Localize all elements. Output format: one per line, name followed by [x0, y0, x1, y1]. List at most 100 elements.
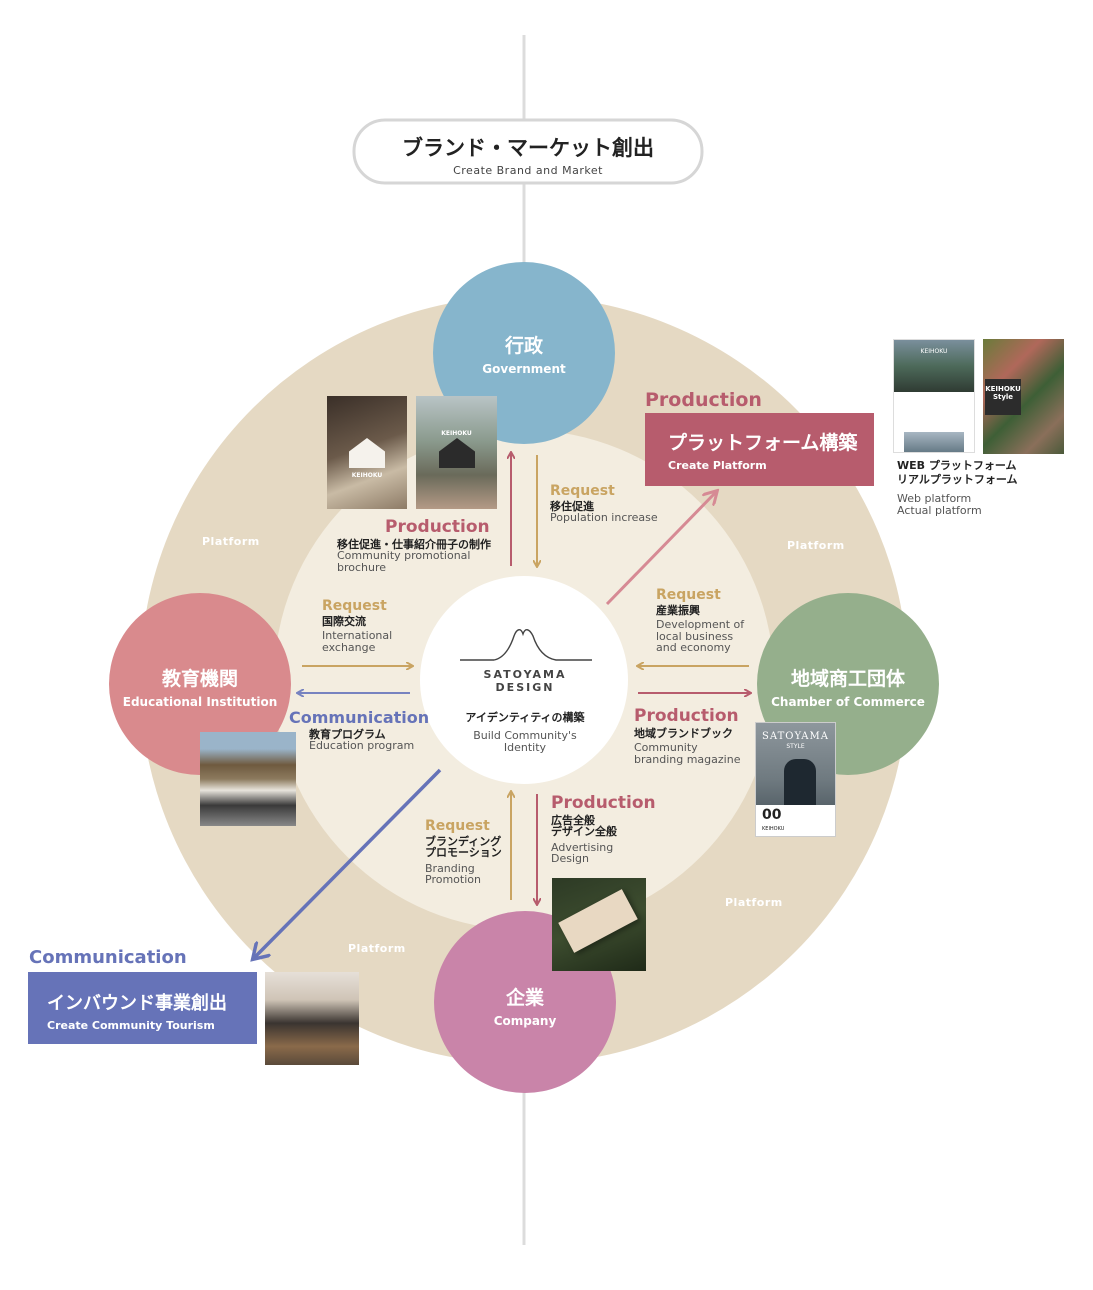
tourism-box-en: Create Community Tourism	[47, 1019, 215, 1032]
edu-request-label: Request 国際交流 International exchange	[322, 599, 392, 653]
edu-communication-label: Communication 教育プログラム Education program	[289, 708, 430, 753]
real-platform-collage: KEIHOKU Style	[983, 339, 1064, 454]
co-production-jp-1: 広告全般	[551, 813, 595, 827]
com-request-label: Request 産業振興 Development of local busine…	[656, 588, 744, 654]
center-identity: アイデンティティの構築 Build Community's Identity	[430, 711, 620, 755]
magazine-sub: STYLE	[786, 743, 805, 750]
platform-side-jp-1: WEB プラットフォーム	[897, 459, 1017, 472]
brochure-photo-life: KEIHOKU	[416, 396, 497, 509]
magazine-place: KEIHOKU	[762, 826, 785, 832]
edu-communication-jp: 教育プログラム	[309, 727, 386, 741]
com-production-en-2: branding magazine	[634, 752, 741, 766]
gov-production-head: Production	[385, 517, 490, 537]
education-title: 教育機関 Educational Institution	[109, 664, 291, 709]
tourism-box-head: Communication	[29, 947, 187, 968]
edu-communication-en: Education program	[309, 739, 415, 753]
identity-jp: アイデンティティの構築	[465, 711, 585, 724]
identity-en-1: Build Community's	[473, 729, 577, 743]
com-request-en-3: and economy	[656, 641, 731, 655]
brand-market-pill	[352, 118, 704, 185]
commerce-title: 地域商工団体 Chamber of Commerce	[757, 664, 939, 709]
edu-request-en-1: International	[322, 629, 393, 643]
platform-side-en-1: Web platform	[897, 492, 972, 506]
brand-market-en: Create Brand and Market	[453, 164, 603, 177]
platform-side-text: WEB プラットフォーム リアルプラットフォーム Web platform Ac…	[897, 460, 1018, 516]
brochure-life-text: KEIHOKU	[441, 430, 472, 437]
logo-line1: SATOYAMA	[483, 668, 567, 681]
platform-label-upper-left: Platform	[202, 535, 260, 548]
education-jp: 教育機関	[161, 668, 238, 690]
com-production-en-1: Community	[634, 741, 698, 755]
platform-box-jp: プラットフォーム構築	[668, 432, 858, 454]
com-request-jp: 産業振興	[656, 603, 700, 617]
magazine-cover: SATOYAMA STYLE 00 KEIHOKU	[755, 722, 836, 837]
web-logo-text: KEIHOKU	[920, 348, 948, 355]
education-node	[109, 593, 291, 775]
platform-box-head: Production	[645, 389, 762, 411]
co-request-en-2: Promotion	[425, 873, 481, 887]
gov-request-label: Request 移住促進 Population increase	[550, 484, 658, 524]
center-circle	[420, 576, 628, 784]
com-request-en-1: Development of	[656, 618, 745, 632]
co-request-label: Request ブランディング プロモーション Branding Promoti…	[425, 819, 502, 886]
government-en: Government	[482, 362, 566, 376]
co-production-en-2: Design	[551, 852, 589, 866]
co-request-jp-2: プロモーション	[425, 846, 502, 860]
brochure-house-icon-2	[439, 438, 475, 468]
co-production-en-1: Advertising	[551, 840, 614, 854]
real-platform-book-sub: Style	[992, 393, 1014, 402]
web-hero-image	[894, 340, 974, 392]
real-platform-book-title: KEIHOKU	[985, 385, 1021, 393]
brand-market-title: ブランド・マーケット創出 Create Brand and Market	[354, 132, 702, 177]
package-box	[558, 889, 638, 953]
create-platform-box	[645, 413, 874, 486]
create-tourism-box	[28, 972, 257, 1044]
commerce-jp: 地域商工団体	[790, 668, 905, 690]
co-production-label: Production 広告全般 デザイン全般 Advertising Desig…	[551, 793, 656, 866]
edu-request-en-2: exchange	[322, 640, 376, 654]
education-group-photo	[200, 732, 296, 826]
gov-production-en-2: brochure	[337, 560, 387, 574]
com-production-head: Production	[634, 706, 739, 726]
magazine-footer	[756, 805, 835, 836]
logo-line2: DESIGN	[495, 681, 555, 695]
brand-market-jp: ブランド・マーケット創出	[402, 136, 654, 160]
com-request-en-2: local business	[656, 629, 734, 643]
gov-request-jp: 移住促進	[550, 499, 594, 513]
company-jp: 企業	[505, 987, 544, 1009]
co-production-jp-2: デザイン全般	[551, 825, 617, 839]
logo-mountain-icon	[460, 629, 592, 661]
co-production-head: Production	[551, 793, 656, 813]
gov-production-en-1: Community promotional	[337, 549, 471, 563]
real-platform-book: KEIHOKU Style	[985, 379, 1021, 415]
com-production-label: Production 地域ブランドブック Community branding …	[634, 706, 741, 766]
magazine-figure	[784, 759, 816, 809]
product-package-photo	[552, 878, 646, 971]
arrow-tourism-diagonal	[254, 768, 442, 958]
brochure-house-icon	[349, 438, 385, 468]
arrow-platform-diagonal	[605, 492, 716, 606]
brochure-photo-work: KEIHOKU	[327, 396, 407, 509]
gov-request-head: Request	[550, 483, 615, 499]
platform-side-en-2: Actual platform	[897, 503, 982, 517]
edu-request-head: Request	[322, 598, 387, 614]
commerce-en: Chamber of Commerce	[771, 695, 925, 709]
gov-production-jp: 移住促進・仕事紹介冊子の制作	[337, 537, 491, 551]
identity-en-2: Identity	[503, 741, 547, 755]
edu-communication-head: Communication	[289, 708, 430, 727]
gov-request-en: Population increase	[550, 511, 658, 525]
co-request-jp-1: ブランディング	[425, 834, 502, 848]
government-jp: 行政	[504, 335, 543, 357]
platform-box-en: Create Platform	[668, 459, 767, 472]
co-request-head: Request	[425, 818, 490, 834]
company-title: 企業 Company	[434, 983, 616, 1028]
education-en: Educational Institution	[122, 695, 278, 709]
co-request-en-1: Branding	[425, 861, 475, 875]
gov-production-label: Production 移住促進・仕事紹介冊子の制作 Community prom…	[337, 517, 491, 574]
tourism-workshop-photo	[265, 972, 359, 1065]
brochure-work-text: KEIHOKU	[351, 472, 383, 479]
platform-label-lower-right: Platform	[725, 896, 783, 909]
center-logo-text: SATOYAMA DESIGN	[440, 668, 610, 694]
tourism-box-text: インバウンド事業創出 Create Community Tourism	[47, 989, 227, 1032]
